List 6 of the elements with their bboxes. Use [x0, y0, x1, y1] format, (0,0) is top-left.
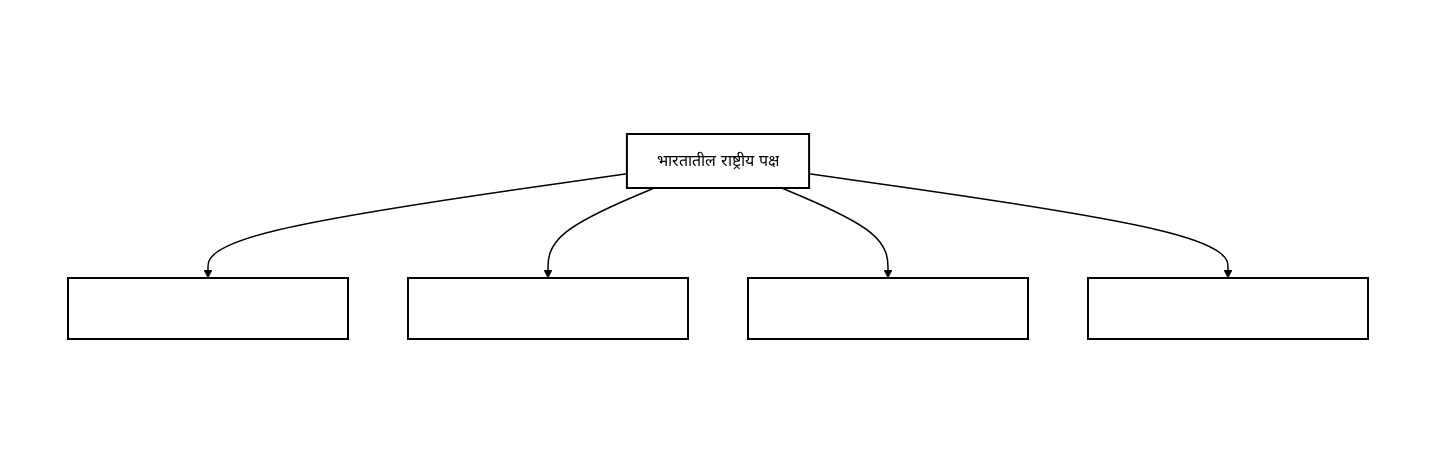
node-box: भारतातील राष्ट्रीय पक्ष: [625, 133, 810, 189]
arrow: [543, 187, 655, 279]
node-box: [1086, 277, 1369, 340]
node-box: [406, 277, 689, 340]
node-box: [746, 277, 1029, 340]
node-box: [66, 277, 349, 340]
